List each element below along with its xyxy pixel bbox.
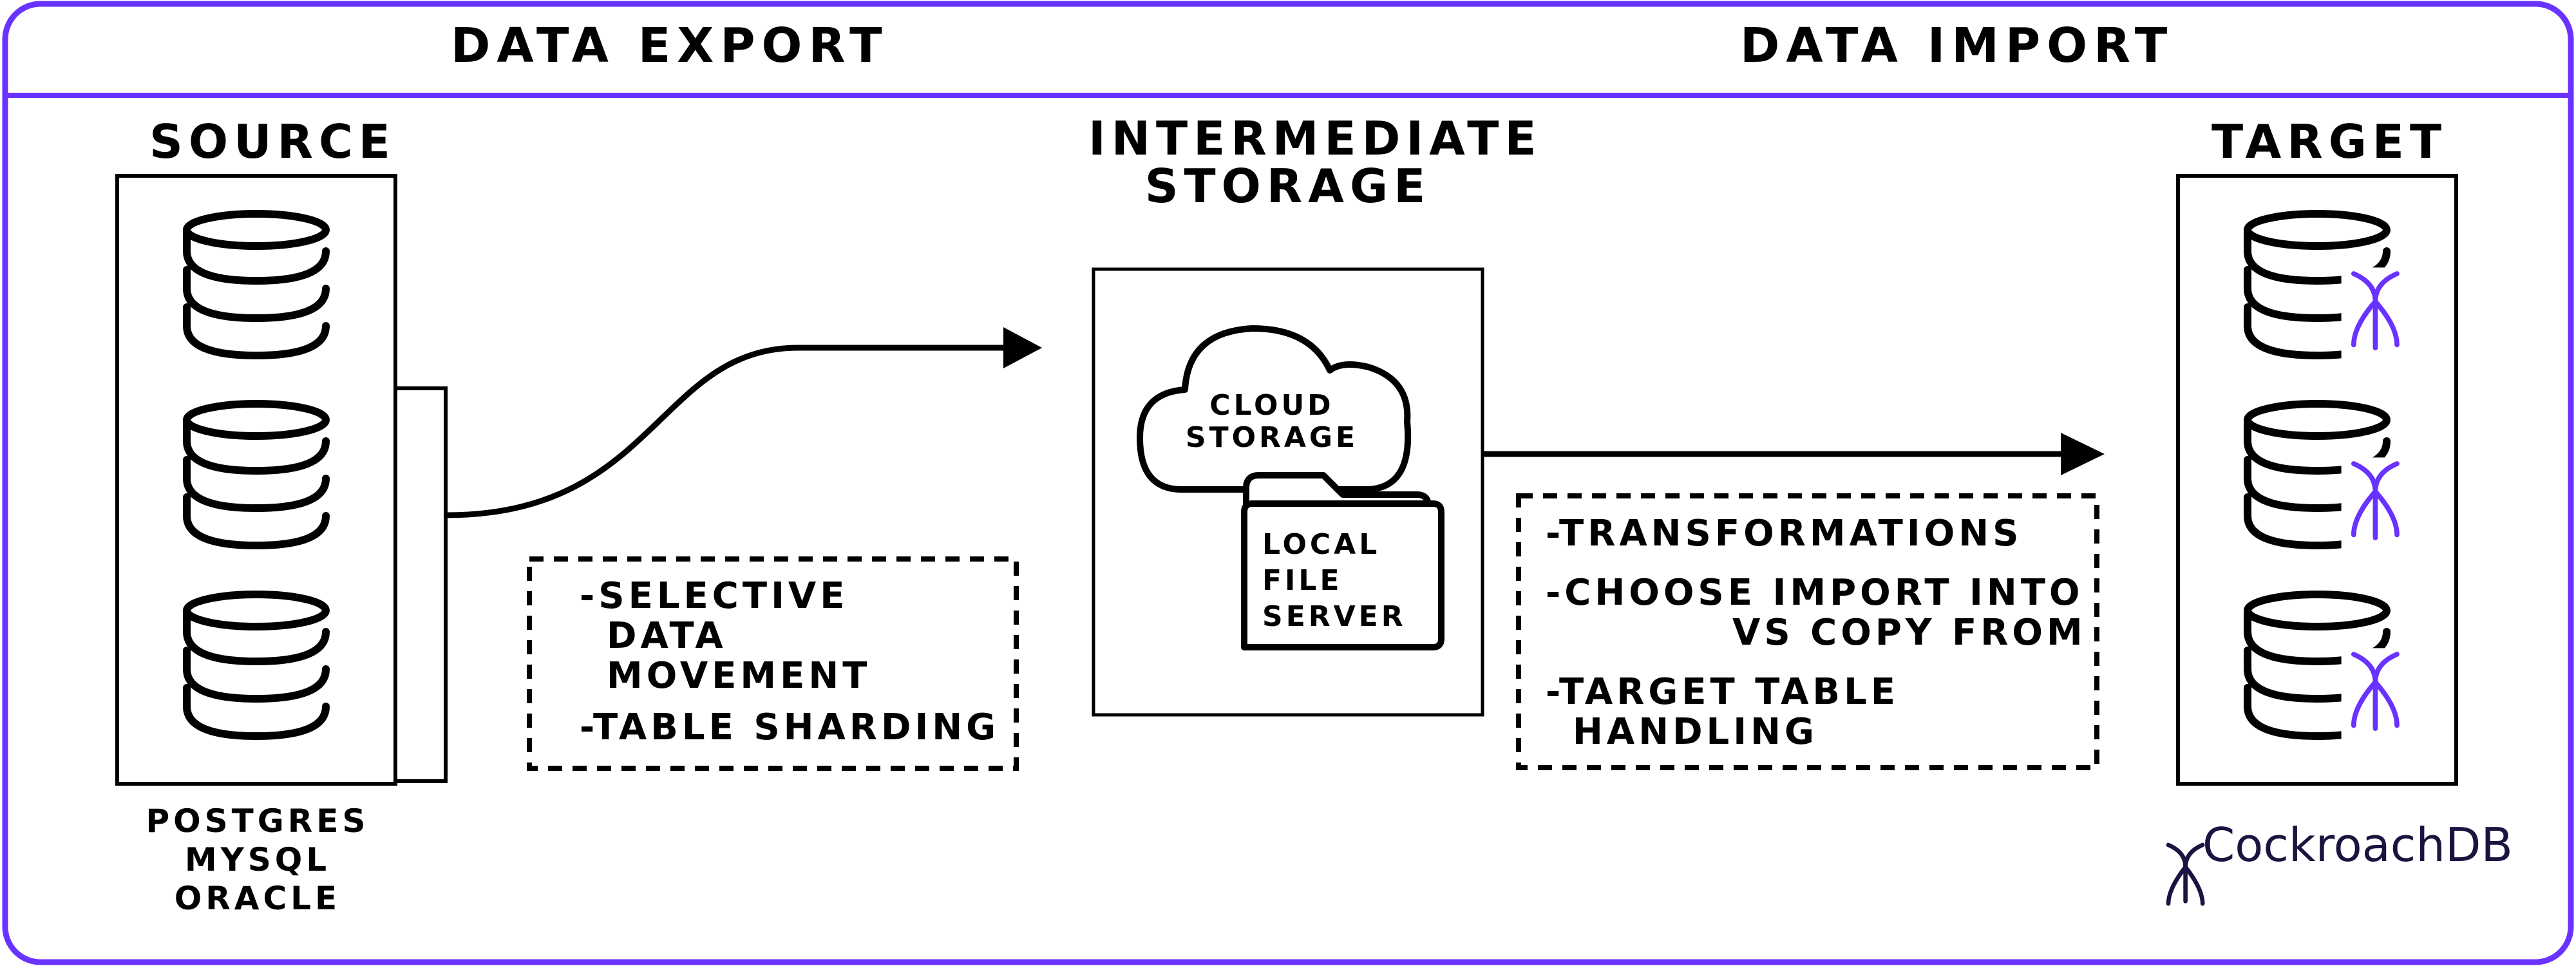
folder-label-line3: SERVER: [1262, 600, 1406, 633]
import-note-target-2: HANDLING: [1573, 711, 1818, 753]
import-note-target: -TARGET TABLE: [1546, 671, 1900, 713]
folder-icon: [1241, 500, 1444, 650]
target-database-icon-2-cockroach-icon: [2341, 457, 2412, 551]
export-note-selective: -SELECTIVE: [580, 575, 849, 617]
cockroachdb-brand-name: CockroachDB: [2202, 818, 2513, 872]
target-box: [2176, 174, 2458, 786]
source-connector-tab: [393, 386, 448, 783]
data-import-header: DATA IMPORT: [1740, 18, 2174, 73]
export-arrow-head: [1003, 327, 1042, 368]
export-note-selective-3: MOVEMENT: [607, 655, 871, 697]
cloud-label-line1: CLOUD: [1209, 389, 1334, 422]
cloud-label-line2: STORAGE: [1185, 421, 1359, 454]
export-note-selective-2: DATA: [607, 615, 727, 657]
export-note-sharding: -TABLE SHARDING: [580, 706, 1000, 748]
import-notes-text: -TRANSFORMATIONS -CHOOSE IMPORT INTO VS …: [1546, 514, 2087, 752]
export-notes-text: -SELECTIVE DATA MOVEMENT -TABLE SHARDING: [580, 576, 999, 748]
source-db-oracle: ORACLE: [174, 880, 341, 917]
target-database-icon-1-cockroach-icon: [2341, 267, 2412, 361]
source-db-list: POSTGRES MYSQL ORACLE: [103, 802, 412, 918]
intermediate-title-line1: INTERMEDIATE: [1088, 111, 1542, 166]
import-note-choose: -CHOOSE IMPORT INTO: [1546, 572, 2084, 614]
source-database-icon-3: [183, 591, 330, 741]
data-export-header: DATA EXPORT: [451, 18, 889, 73]
export-arrow-line: [445, 345, 1005, 518]
cockroachdb-logo-icon: [2166, 842, 2205, 906]
local-file-server-label: LOCAL FILE SERVER: [1262, 527, 1406, 635]
source-db-postgres: POSTGRES: [146, 802, 370, 840]
import-note-transformations: -TRANSFORMATIONS: [1546, 513, 2023, 554]
source-box: [115, 174, 397, 786]
source-title: SOURCE: [149, 115, 396, 169]
cloud-storage-label: CLOUD STORAGE: [1172, 390, 1372, 454]
export-notes-box: [527, 556, 1019, 771]
source-database-icon-2: [183, 400, 330, 550]
cloud-icon: [1137, 325, 1412, 493]
intermediate-storage-title: INTERMEDIATE STORAGE: [1088, 111, 1542, 213]
folder-label-line2: FILE: [1262, 564, 1343, 597]
target-database-icon-3: [2244, 591, 2412, 741]
source-database-icon-1: [183, 210, 330, 360]
import-notes-box: [1516, 493, 2099, 770]
target-database-icon-3-cockroach-icon: [2341, 648, 2412, 741]
target-database-icon-1: [2244, 210, 2412, 361]
folder-label-line1: LOCAL: [1262, 528, 1381, 561]
source-db-mysql: MYSQL: [184, 841, 331, 878]
import-arrow-head: [2061, 433, 2105, 475]
target-title: TARGET: [2211, 115, 2448, 169]
target-database-icon-2: [2244, 400, 2412, 551]
intermediate-title-line2: STORAGE: [1144, 159, 1432, 213]
import-note-choose-2: VS COPY FROM: [1732, 612, 2087, 654]
